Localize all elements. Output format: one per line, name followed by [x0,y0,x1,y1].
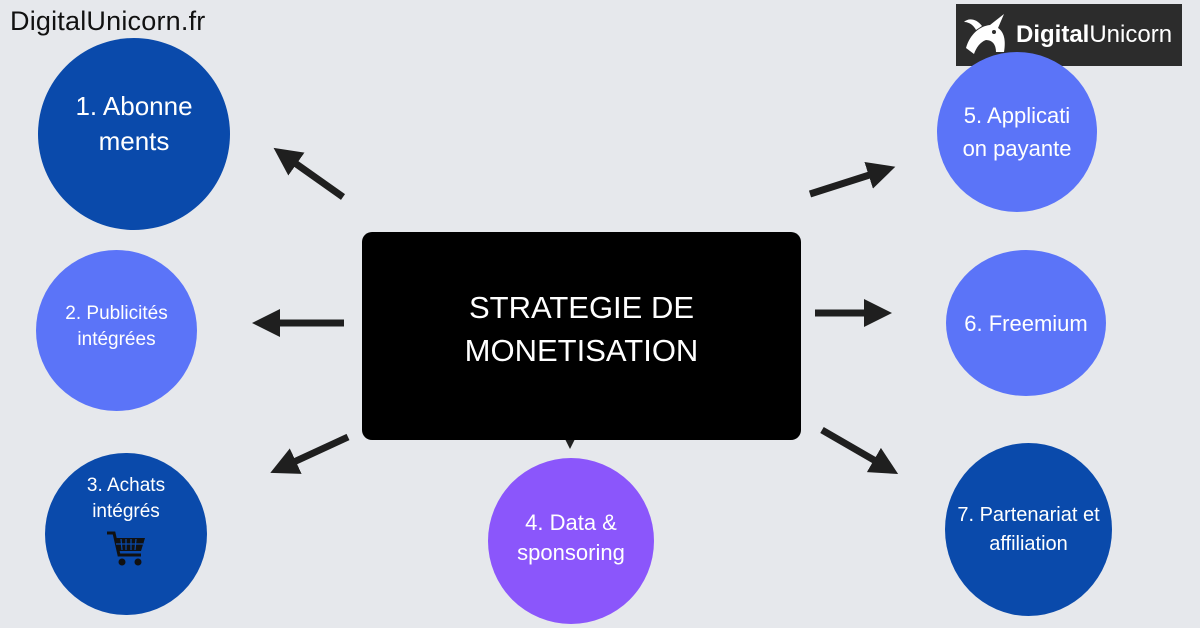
logo-bold-text: Digital [1016,21,1090,48]
arrow-to-application-payante [808,161,896,198]
node-label: 5. Application payante [962,103,1072,161]
arrow-to-abonnements [273,147,346,200]
node-label: 3. Achats intégrés [86,475,166,522]
node-freemium: 6. Freemium [946,250,1106,396]
node-abonnements: 1. Abonnements [38,38,230,230]
node-label: 6. Freemium [964,310,1088,336]
node-partenariat-affiliation: 7. Partenariat et affiliation [945,443,1112,616]
center-label: STRATEGIE DE MONETISATION [464,289,699,368]
node-publicites: 2. Publicités intégrées [36,250,197,411]
unicorn-logo-icon [964,14,1005,54]
arrow-to-partenariat [820,426,899,475]
node-data-sponsoring: 4. Data & sponsoring [488,458,654,624]
logo-wordmark: DigitalUnicorn [1016,21,1172,49]
node-label: 4. Data & sponsoring [517,510,625,565]
site-title: DigitalUnicorn.fr [10,6,206,36]
node-label: 7. Partenariat et affiliation [957,503,1100,555]
shopping-cart-icon [107,531,145,566]
logo-thin-text: Unicorn [1089,21,1173,48]
node-label: 2. Publicités intégrées [65,302,168,350]
node-label: 1. Abonnements [75,90,193,156]
arrow-to-achats [270,433,350,474]
node-achats: 3. Achats intégrés [45,453,207,615]
brand-logo: DigitalUnicorn [956,4,1182,66]
center-strategy-box: STRATEGIE DE MONETISATION [362,232,801,440]
node-application-payante: 5. Application payante [937,52,1097,212]
